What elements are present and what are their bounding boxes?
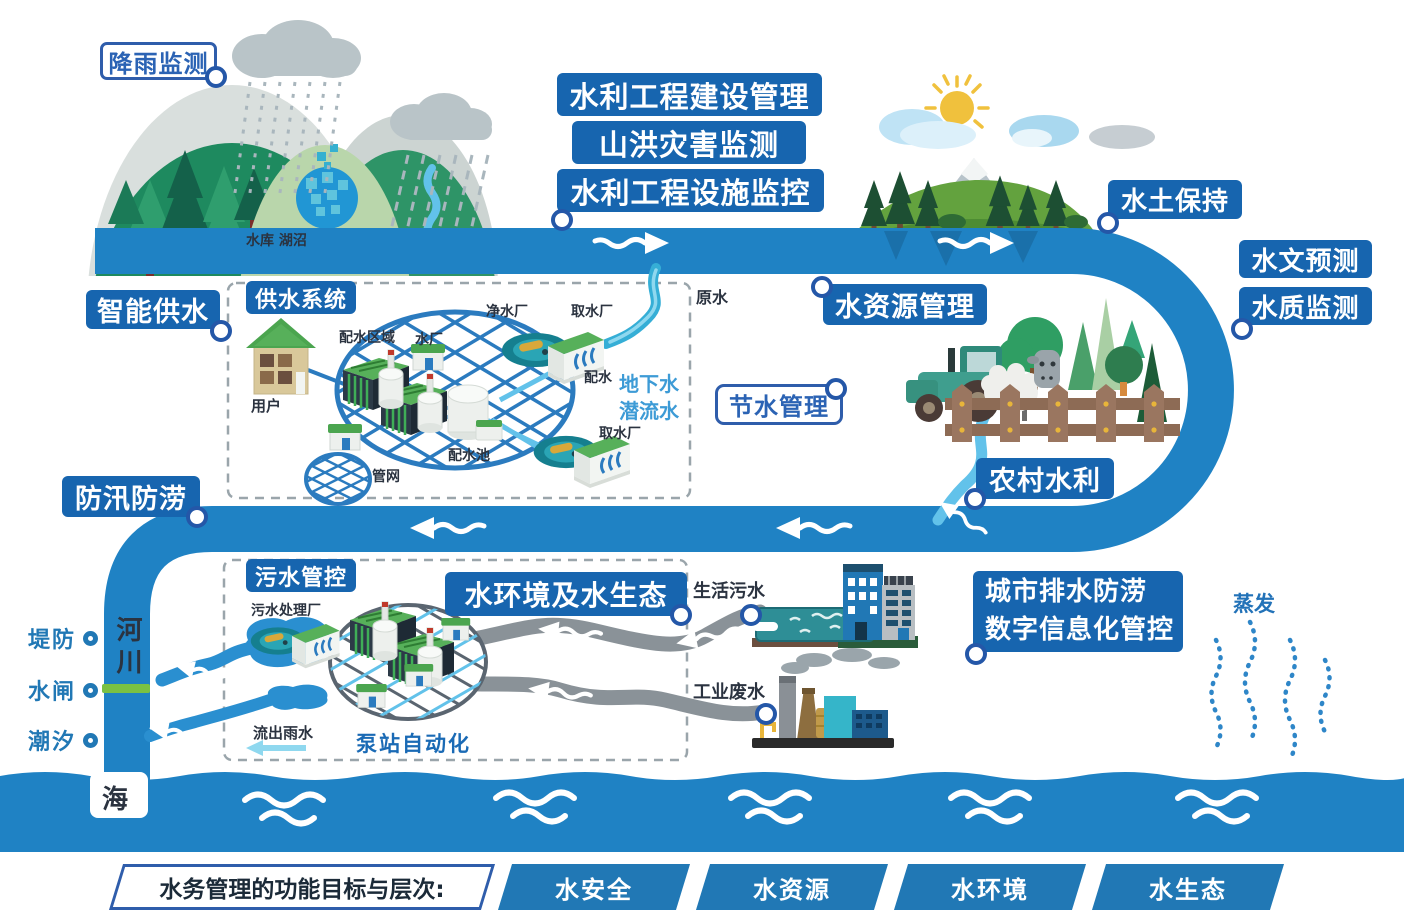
label-purification-plant: 净水厂 xyxy=(486,304,528,320)
pump-station-illustration xyxy=(328,601,488,721)
legend-item-text: 水生态 xyxy=(1149,875,1227,904)
label-pump-station-automation: 泵站自动化 xyxy=(356,732,471,756)
rain-cloud-right xyxy=(388,93,492,236)
label-sea: 海 xyxy=(102,785,129,815)
label-distribution-pool: 配水池 xyxy=(448,448,490,464)
badge-rainfall-monitoring: 降雨监测 xyxy=(100,42,217,80)
label-industrial-wastewater: 工业废水 xyxy=(693,682,765,703)
marker-smart-supply xyxy=(210,320,232,342)
factory-illustration xyxy=(752,648,900,748)
sea-wave-marks xyxy=(242,789,1259,827)
label-dike: 堤防 xyxy=(28,622,99,654)
label-water-plant: 水厂 xyxy=(415,332,443,348)
badge-water-quality-monitoring: 水质监测 xyxy=(1239,287,1372,325)
label-groundwater: 地下水 潜流水 xyxy=(619,371,679,425)
badge-supply-system-title: 供水系统 xyxy=(246,281,356,314)
label-tide: 潮汐 xyxy=(28,724,99,756)
legend-item-water-safety: 水安全 xyxy=(497,864,691,910)
marker-flood-prevention xyxy=(186,506,208,528)
sea-label-backdrop xyxy=(90,772,148,818)
label-intake-plant-top: 取水厂 xyxy=(571,304,613,320)
label-evaporation: 蒸发 xyxy=(1233,592,1275,616)
badge-hydrology-forecast: 水文预测 xyxy=(1239,240,1372,278)
marker-domestic-sewage xyxy=(740,604,762,626)
label-raw-water: 原水 xyxy=(696,288,729,307)
label-dike-text: 堤防 xyxy=(28,628,77,653)
legend-item-text: 水安全 xyxy=(555,875,633,904)
badge-urban-drainage-line2: 数字信息化管控 xyxy=(985,614,1175,645)
sluice-point-icon xyxy=(83,682,99,698)
legend-item-text: 水环境 xyxy=(951,875,1029,904)
dike-point-icon xyxy=(83,630,99,646)
label-domestic-sewage: 生活污水 xyxy=(693,581,765,602)
rain-outflow-pond-icon xyxy=(267,684,328,710)
badge-rural-water: 农村水利 xyxy=(976,458,1114,499)
badge-facility-monitoring: 水利工程设施监控 xyxy=(557,169,824,212)
label-groundwater-line2: 潜流水 xyxy=(619,399,679,423)
marker-soil-conservation xyxy=(1097,212,1119,234)
legend-title-text: 水务管理的功能目标与层次: xyxy=(159,877,445,903)
legend-item-water-environment: 水环境 xyxy=(893,864,1087,910)
label-distribution-area: 配水区域 xyxy=(339,330,395,346)
marker-industrial-wastewater xyxy=(755,703,777,725)
marker-water-saving xyxy=(825,378,847,400)
marker-resources-management xyxy=(811,276,833,298)
label-sluice-text: 水闸 xyxy=(28,680,77,705)
marker-rainfall xyxy=(205,66,227,88)
legend-item-water-resources: 水资源 xyxy=(695,864,889,910)
user-house-icon xyxy=(246,318,316,395)
sluice-gate-bar xyxy=(102,684,150,693)
badge-water-resources-management: 水资源管理 xyxy=(823,284,987,325)
legend-item-text: 水资源 xyxy=(753,875,831,904)
sewage-treatment-illustration xyxy=(144,617,341,756)
label-user: 用户 xyxy=(251,397,282,415)
hill-illustration xyxy=(856,158,1094,235)
fence-icon xyxy=(945,384,1180,442)
label-intake-plant-bottom: 取水厂 xyxy=(599,426,641,442)
sea xyxy=(0,772,1404,852)
marker-quality-monitoring xyxy=(1231,318,1253,340)
label-reservoir-lake: 水库 湖沼 xyxy=(246,233,307,249)
badge-sewage-control-title: 污水管控 xyxy=(246,559,356,592)
city-illustration xyxy=(752,564,918,648)
badge-urban-drainage-line1: 城市排水防涝 xyxy=(985,576,1148,607)
rain-lines xyxy=(232,81,342,201)
legend-item-water-ecology: 水生态 xyxy=(1091,864,1285,910)
marker-env-ecology xyxy=(670,604,692,626)
badge-soil-water-conservation: 水土保持 xyxy=(1108,180,1242,219)
badge-flood-prevention: 防汛防涝 xyxy=(62,476,200,517)
label-water-distribution: 配水 xyxy=(584,370,612,386)
river-loop xyxy=(95,228,1234,784)
badge-mountain-flood-monitoring: 山洪灾害监测 xyxy=(572,121,806,164)
marker-rural-water xyxy=(964,488,986,510)
fair-clouds xyxy=(879,109,1155,149)
farm-illustration xyxy=(906,298,1180,543)
badge-water-saving-management: 节水管理 xyxy=(715,384,843,425)
sun-icon xyxy=(924,74,990,129)
mountain-stream xyxy=(423,164,441,240)
rain-lines xyxy=(388,154,490,236)
label-river-channel: 河川 xyxy=(112,616,142,680)
industrial-wastewater-pipe xyxy=(412,670,772,722)
label-sluice: 水闸 xyxy=(28,674,99,706)
label-tide-text: 潮汐 xyxy=(28,730,77,755)
tide-point-icon xyxy=(83,732,99,748)
legend-title: 水务管理的功能目标与层次: xyxy=(108,864,496,910)
label-groundwater-line1: 地下水 xyxy=(619,372,679,396)
marker-urban-drainage xyxy=(965,643,987,665)
outflow-rainwater-arrow xyxy=(246,740,306,756)
badge-urban-drainage: 城市排水防涝 数字信息化管控 xyxy=(973,571,1183,652)
badge-smart-water-supply: 智能供水 xyxy=(86,290,220,329)
label-sewage-treatment-plant: 污水处理厂 xyxy=(251,603,321,619)
distribution-tank-icon xyxy=(447,384,503,441)
marker-facility-monitoring xyxy=(551,209,573,231)
rain-cloud-left xyxy=(232,20,361,201)
pipe-network-icon xyxy=(304,452,372,506)
label-outflow-rainwater: 流出雨水 xyxy=(253,724,314,742)
label-pipe-network: 管网 xyxy=(372,469,400,485)
badge-water-env-ecology: 水环境及水生态 xyxy=(445,572,687,616)
badge-construction-management: 水利工程建设管理 xyxy=(557,73,822,116)
evaporation-squiggles xyxy=(1209,619,1332,763)
